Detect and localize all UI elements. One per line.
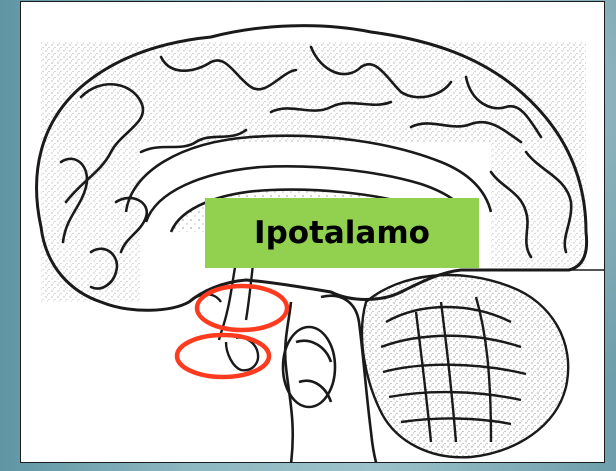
hypothalamus-label: Ipotalamo <box>254 215 430 251</box>
pons <box>283 327 335 407</box>
hypothalamus-highlight-circle <box>197 286 287 330</box>
figure-frame: Ipotalamo <box>20 1 605 463</box>
hypothalamus-label-box: Ipotalamo <box>205 198 479 268</box>
pituitary-highlight-circle <box>177 335 269 377</box>
pituitary-structures <box>196 262 258 370</box>
